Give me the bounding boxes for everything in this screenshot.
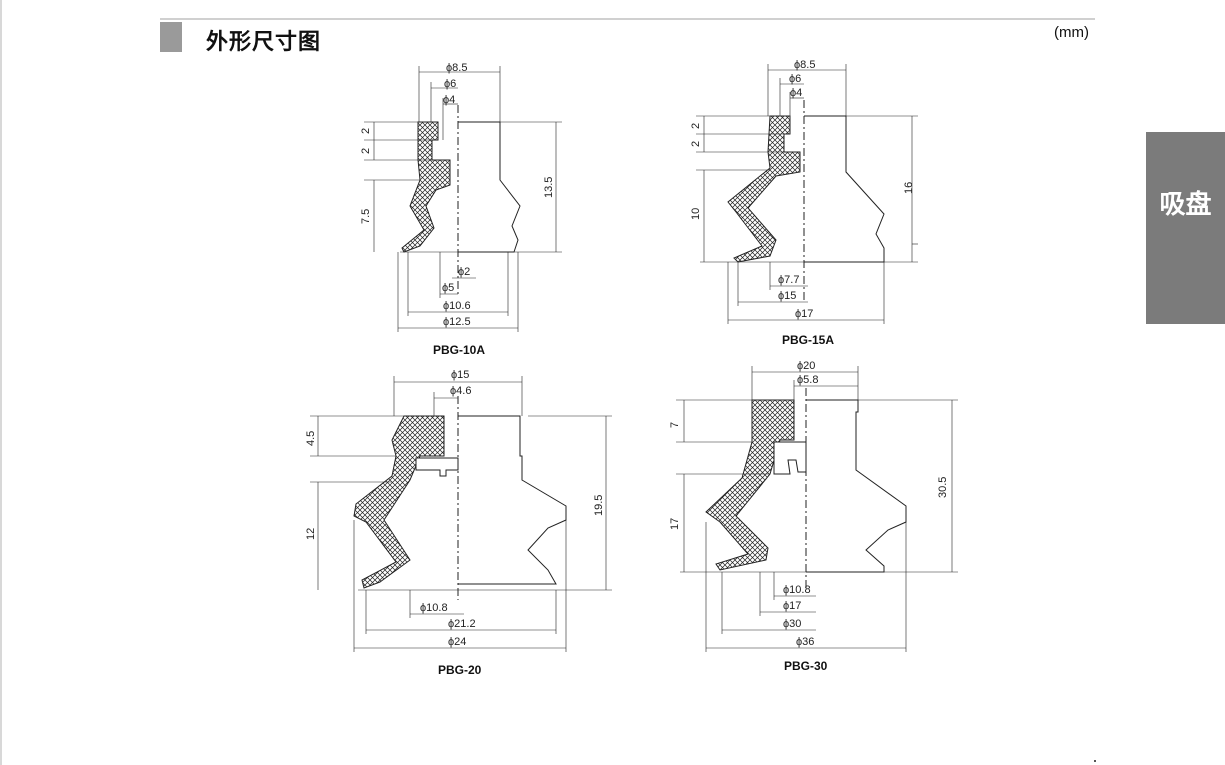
pbg-10a-dim-phi5: ϕ5	[442, 282, 454, 294]
pbg-10a-dim-2a: 2	[360, 128, 372, 134]
pbg-10a-dim-phi8.5: ϕ8.5	[446, 62, 467, 74]
pbg-15a-dim-phi15: ϕ15	[778, 290, 796, 302]
side-tab[interactable]: 吸盘	[1146, 132, 1225, 324]
pbg-30-outline	[806, 399, 907, 573]
pbg-10a-dim-phi6: ϕ6	[444, 78, 456, 90]
pbg-30-dim-30.5: 30.5	[937, 477, 949, 498]
pbg-15a-section	[727, 115, 801, 263]
pbg-15a-model-label: PBG-15A	[782, 333, 834, 347]
pbg-15a-dim-2b: 2	[690, 141, 702, 147]
pbg-20-labels: ϕ15 ϕ4.6 4.5 12 19.5 ϕ10.8 ϕ21.2 ϕ24 PBG…	[305, 369, 605, 677]
pbg-30-dim-7: 7	[669, 422, 681, 428]
pbg-10a-dim-2b: 2	[360, 148, 372, 154]
pbg-10a-dim-7.5: 7.5	[360, 209, 372, 224]
pbg-20-outline	[458, 415, 567, 585]
left-border	[0, 0, 2, 765]
pbg-20-dim-phi24: ϕ24	[448, 636, 466, 648]
pbg-15a-outline	[804, 115, 885, 263]
pbg-20-dim-phi10.8: ϕ10.8	[420, 602, 448, 614]
pbg-10a-model-label: PBG-10A	[433, 343, 485, 357]
pbg-20-dim-19.5: 19.5	[593, 495, 605, 516]
section-header: 外形尺寸图 (mm)	[160, 18, 1095, 55]
pbg-30-section	[705, 399, 795, 571]
drawing-pbg-20	[310, 376, 612, 652]
header-rule	[160, 18, 1095, 20]
pbg-30-labels: ϕ20 ϕ5.8 7 17 30.5 ϕ10.8 ϕ17 ϕ30 ϕ36 PBG…	[669, 360, 949, 673]
pbg-15a-dim-phi6: ϕ6	[789, 73, 801, 85]
pbg-15a-dim-phi7.7: ϕ7.7	[778, 274, 799, 286]
page-mark	[1094, 760, 1096, 762]
pbg-15a-dim-phi17: ϕ17	[795, 308, 813, 320]
pbg-20-dim-phi15: ϕ15	[451, 369, 469, 381]
page-title: 外形尺寸图	[206, 30, 322, 55]
pbg-30-dim-phi5.8: ϕ5.8	[797, 374, 818, 386]
pbg-15a-dim-2a: 2	[690, 123, 702, 129]
drawing-pbg-30	[676, 366, 958, 652]
pbg-10a-labels: ϕ8.5 ϕ6 ϕ4 2 2 7.5 13.5 ϕ2 ϕ5 ϕ10.6 ϕ12.…	[360, 62, 555, 357]
pbg-15a-labels: ϕ8.5 ϕ6 ϕ4 2 2 10 16 ϕ7.7 ϕ15 ϕ17 PBG-15…	[690, 59, 915, 347]
pbg-10a-dim-phi10.6: ϕ10.6	[443, 300, 471, 312]
pbg-15a-dim-phi8.5: ϕ8.5	[794, 59, 815, 71]
pbg-30-insert	[773, 441, 807, 475]
pbg-15a-dim-16: 16	[903, 182, 915, 194]
pbg-10a-dim-13.5: 13.5	[543, 177, 555, 198]
pbg-10a-dim-phi12.5: ϕ12.5	[443, 316, 471, 328]
pbg-20-insert	[415, 457, 459, 477]
pbg-20-section	[353, 415, 445, 589]
pbg-30-dim-17: 17	[669, 518, 681, 530]
pbg-20-dim-phi4.6: ϕ4.6	[450, 385, 471, 397]
pbg-15a-dim-phi4: ϕ4	[790, 87, 802, 99]
drawing-pbg-10a	[364, 66, 562, 332]
pbg-15a-dim-10: 10	[690, 208, 702, 220]
pbg-20-model-label: PBG-20	[438, 663, 482, 677]
unit-label: (mm)	[1054, 24, 1089, 41]
pbg-30-dim-phi17: ϕ17	[783, 600, 801, 612]
pbg-30-dim-phi30: ϕ30	[783, 618, 801, 630]
side-tab-label: 吸盘	[1159, 190, 1212, 220]
pbg-10a-section	[401, 121, 451, 253]
pbg-30-dim-phi10.8: ϕ10.8	[783, 584, 811, 596]
pbg-10a-dim-phi4: ϕ4	[443, 94, 455, 106]
pbg-20-dim-phi21.2: ϕ21.2	[448, 618, 476, 630]
drawing-pbg-15a	[696, 64, 918, 324]
pbg-30-dim-phi36: ϕ36	[796, 636, 814, 648]
pbg-10a-dim-phi2: ϕ2	[458, 266, 470, 278]
pbg-10a-outline	[458, 121, 521, 253]
pbg-20-dim-12: 12	[305, 528, 317, 540]
pbg-20-dim-4.5: 4.5	[305, 431, 317, 446]
pbg-30-dim-phi20: ϕ20	[797, 360, 815, 372]
header-marker	[160, 22, 182, 52]
pbg-30-model-label: PBG-30	[784, 659, 828, 673]
